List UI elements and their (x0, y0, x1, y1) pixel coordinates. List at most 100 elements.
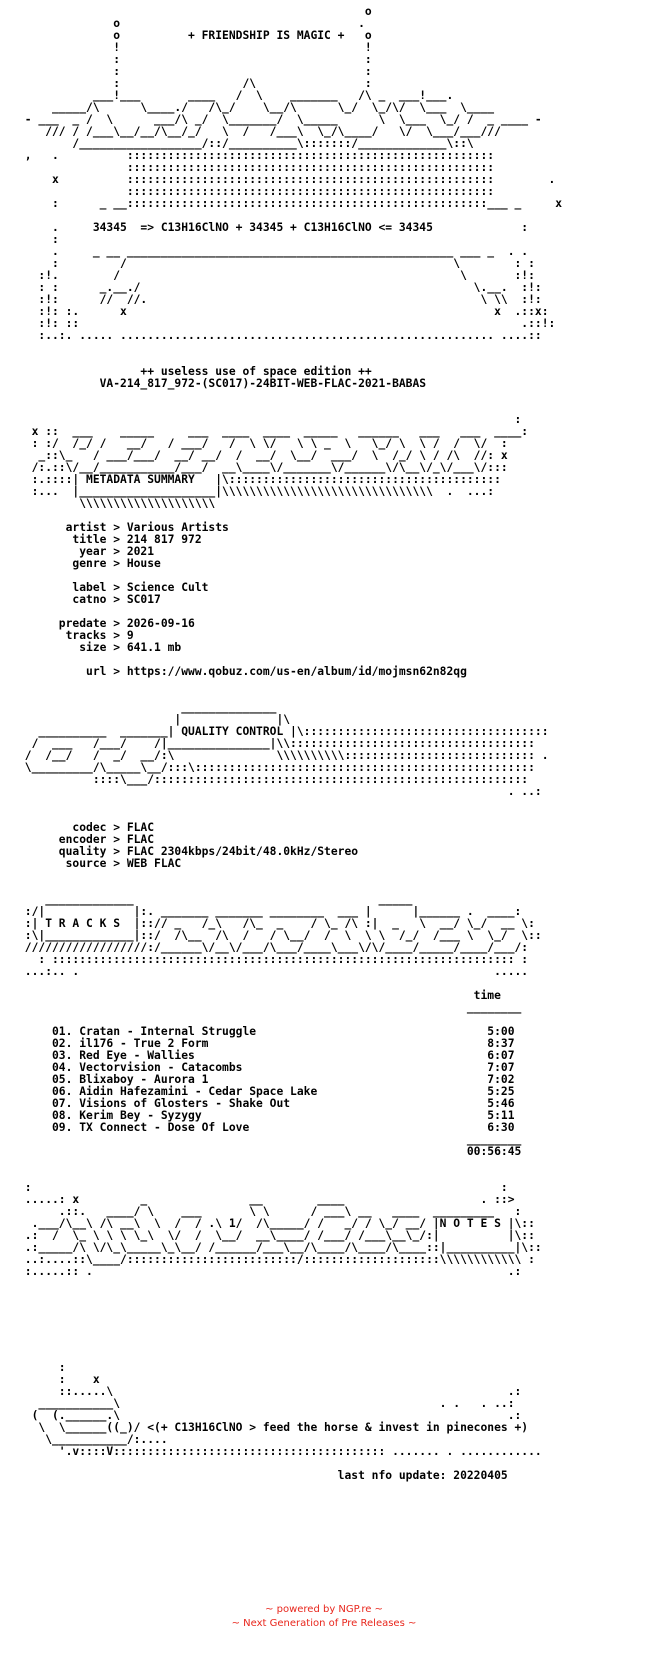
nfo-line: /__________________/::/__________\::::::… (18, 137, 474, 150)
nfo-line: x ::::::::::::::::::::::::::::::::::::::… (18, 173, 556, 186)
nfo-line: last nfo update: 20220405 (18, 1469, 508, 1482)
nfo-line: :/| |:. _______ _______ ________ ___ | |… (18, 905, 522, 918)
nfo-line: :!: :: .::!: (18, 317, 556, 330)
nfo-line: o . (18, 17, 365, 30)
nfo-line: catno > SC017 (18, 593, 161, 606)
nfo-line: .....: x _ __ ____ . ::> (18, 1193, 515, 1206)
nfo-line: artist > Various Artists (18, 521, 229, 534)
nfo-line: \___________/:.... (18, 1433, 168, 1446)
nfo-line: : /\ : (18, 77, 372, 90)
footer-powered-by: ~ powered by NGP.re ~ (265, 1604, 383, 1615)
nfo-line: \\\\\\\\\\\\\\\\\\\\ (18, 497, 488, 510)
nfo-line: genre > House (18, 557, 161, 570)
nfo-line: /:.::\/__/___________/___/ __\____\/____… (18, 461, 508, 474)
nfo-line: o + FRIENDSHIP IS MAGIC + o (18, 29, 372, 42)
nfo-line: ______________ (18, 701, 277, 714)
nfo-line: ___!___ ____ / \ _______ /\ _ ___!___. (18, 89, 454, 102)
nfo-line: \_________/\_____\__/:::\:::::::::::::::… (18, 761, 535, 774)
nfo-line: ________ (18, 1001, 522, 1014)
nfo-line: ..:....::\____/:::::::::::::::::::::::::… (18, 1253, 535, 1266)
nfo-line: :| T R A C K S |::// _ /_\ /\_ _ / \_ /\… (18, 917, 535, 930)
nfo-line: :\|_____________|::/ /\__ /\ / / \__/ / … (18, 929, 542, 942)
nfo-line: :!: // //. \ \\ :!: (18, 293, 542, 306)
nfo-line: _::\_ / ___/___/ __/ __/ / __/ \__/ ___/… (18, 449, 508, 462)
nfo-line: . 34345 => C13H16ClNO + 34345 + C13H16Cl… (18, 221, 529, 234)
nfo-line: __________ _______| QUALITY CONTROL |\::… (18, 725, 549, 738)
footer-tagline: ~ Next Generation of Pre Releases ~ (231, 1618, 417, 1629)
nfo-line: : / \ : : (18, 257, 535, 270)
nfo-line: //////////////////:/______\/__\/___/\___… (18, 941, 529, 954)
nfo-line: VA-214_817_972-(SC017)-24BIT-WEB-FLAC-20… (18, 377, 427, 390)
nfo-line: 04. Vectorvision - Catacombs 7:07 (18, 1061, 515, 1074)
nfo-line: time (18, 989, 501, 1002)
nfo-line: '.v::::V::::::::::::::::::::::::::::::::… (18, 1445, 542, 1458)
nfo-line: ::::::::::::::::::::::::::::::::::::::::… (18, 185, 495, 198)
nfo-line: ::::\___/:::::::::::::::::::::::::::::::… (18, 773, 529, 786)
nfo-line: .::. ____/ \ ___ \ \ / ___\ __ ____ ____… (18, 1205, 522, 1218)
nfo-line: 09. TX Connect - Dose Of Love 6:30 (18, 1121, 515, 1134)
nfo-line: quality > FLAC 2304kbps/24bit/48.0kHz/St… (18, 845, 359, 858)
nfo-line: : (18, 233, 59, 246)
nfo-line: ++ useless use of space edition ++ (18, 365, 372, 378)
nfo-line: / /__/ / _/ __/:\ \\\\\\\\\\::::::::::::… (18, 749, 549, 762)
nfo-line: ( (.______.\ .: (18, 1409, 522, 1422)
nfo-line: label > Science Cult (18, 581, 209, 594)
nfo-line: .___/\__\ /\ __\ \ / / .\ 1/ /\_____/ / … (18, 1217, 535, 1230)
nfo-line: encoder > FLAC (18, 833, 155, 846)
nfo-line: : : (18, 65, 372, 78)
nfo-line: _____________ _____ (18, 893, 413, 906)
nfo-line: url > https://www.qobuz.com/us-en/album/… (18, 665, 467, 678)
nfo-line: ! ! (18, 41, 372, 54)
nfo-line: : (18, 413, 522, 426)
nfo-line: , . ::::::::::::::::::::::::::::::::::::… (18, 149, 495, 162)
nfo-line: ________ (18, 1133, 522, 1146)
nfo-line: ::::::::::::::::::::::::::::::::::::::::… (18, 161, 495, 174)
nfo-line: 00:56:45 (18, 1145, 522, 1158)
nfo-line: :!. / \ :!: (18, 269, 535, 282)
nfo-line: 07. Visions of Glosters - Shake Out 5:46 (18, 1097, 515, 1110)
nfo-line: : ::::::::::::::::::::::::::::::::::::::… (18, 953, 529, 966)
nfo-line: : _ __::::::::::::::::::::::::::::::::::… (18, 197, 563, 210)
nfo-line: ___________\ . . . ..: (18, 1397, 515, 1410)
nfo-line: : :/ /_/ / __/ / ___/ / \ \/ \ \ _ \ \_/… (18, 437, 508, 450)
nfo-line: / ___ /___/ /|_______________|\\::::::::… (18, 737, 535, 750)
nfo-line: title > 214 817 972 (18, 533, 202, 546)
nfo-line: size > 641.1 mb (18, 641, 182, 654)
nfo-line: x :: ___ _____ ___ ____ ____ _____ _____… (18, 425, 529, 438)
nfo-line: /// / /___\__/__/\__/_/ \ / /___\ \_/\__… (18, 125, 501, 138)
nfo-line: : : (18, 1181, 508, 1194)
nfo-line: ::.....\ .: (18, 1385, 522, 1398)
nfo-line: ...:.. . ..... (18, 965, 529, 978)
nfo-line: tracks > 9 (18, 629, 134, 642)
nfo-line: . ..: (18, 785, 542, 798)
nfo-line: 01. Cratan - Internal Struggle 5:00 (18, 1025, 515, 1038)
nfo-line: o (18, 5, 372, 18)
nfo-line: year > 2021 (18, 545, 155, 558)
nfo-line: : x (18, 1373, 100, 1386)
nfo-line: \ \______((_)/ <(+ C13H16ClNO > feed the… (18, 1421, 529, 1434)
nfo-line: source > WEB FLAC (18, 857, 182, 870)
nfo-line: .: / \_ \ \ \ \_\ \/ / \__/ __\____/ /__… (18, 1229, 535, 1242)
nfo-line: : (18, 1361, 66, 1374)
nfo-line: :.....:: . .: (18, 1265, 522, 1278)
nfo-line: .:_____/\ \/\_\_____\_\__/ /______/___\_… (18, 1241, 542, 1254)
nfo-line: : : _.__./ \.__. :!: (18, 281, 542, 294)
nfo-line: 06. Aidin Hafezamini - Cedar Space Lake … (18, 1085, 515, 1098)
nfo-line: :... |____________________|\\\\\\\\\\\\\… (18, 485, 495, 498)
nfo-line: codec > FLAC (18, 821, 155, 834)
footer: ~ powered by NGP.re ~ ~ Next Generation … (0, 1603, 648, 1631)
nfo-line: 03. Red Eye - Wallies 6:07 (18, 1049, 515, 1062)
nfo-text-block: o o . o + FRIENDSHIP IS MAGIC + o ! ! : (18, 6, 562, 1482)
nfo-line: 02. il176 - True 2 Form 8:37 (18, 1037, 515, 1050)
nfo-line: . _ __ _________________________________… (18, 245, 529, 258)
nfo-line: - ___ _ / \ ___/\ _/ \_______/ \_____ \ … (18, 113, 542, 126)
nfo-line: 05. Blixaboy - Aurora 1 7:02 (18, 1073, 515, 1086)
nfo-line: :!: :. x x .::x: (18, 305, 549, 318)
nfo-line: :..:. ..... ............................… (18, 329, 542, 342)
nfo-line: :.::::| METADATA SUMMARY |\:::::::::::::… (18, 473, 501, 486)
nfo-line: _____/\ \____./ /\_/ \__/\ \_/ \_/\/ \__… (18, 101, 495, 114)
nfo-line: predate > 2026-09-16 (18, 617, 195, 630)
nfo-line: 08. Kerim Bey - Syzygy 5:11 (18, 1109, 515, 1122)
nfo-line: : : (18, 53, 372, 66)
nfo-line: | |\ (18, 713, 291, 726)
